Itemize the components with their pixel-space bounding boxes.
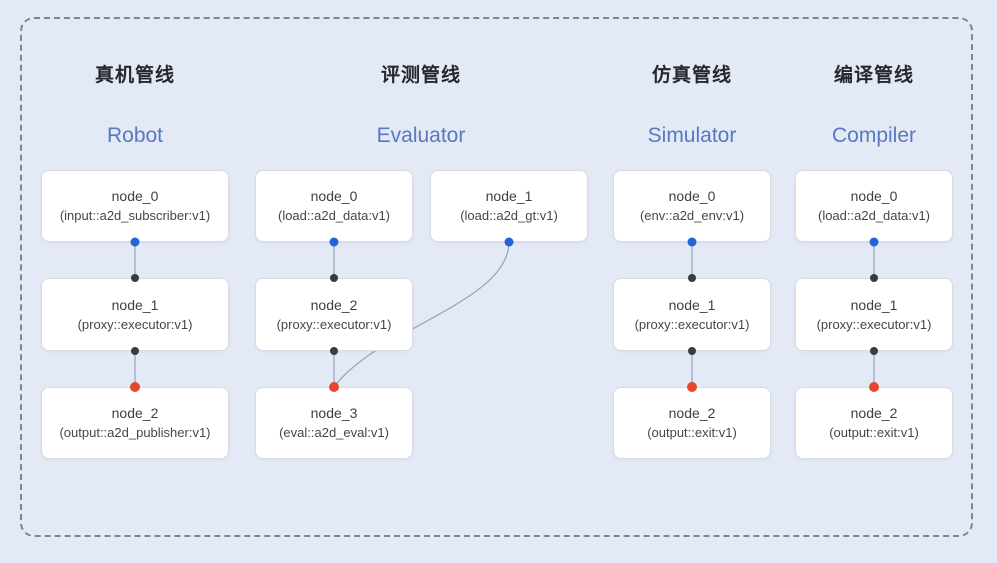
port-out-robot-0[interactable] <box>130 237 140 247</box>
node-title: node_2 <box>850 405 898 421</box>
port-out-robot-1[interactable] <box>131 347 139 355</box>
node-title: node_0 <box>310 188 358 204</box>
pipeline-title-cn-robot: 真机管线 <box>94 65 175 86</box>
node-compiler-1[interactable]: node_1 (proxy::executor:v1) <box>795 278 953 351</box>
node-title: node_2 <box>111 405 159 421</box>
node-title: node_1 <box>850 296 898 313</box>
node-subtitle: (proxy::executor:v1) <box>77 316 193 332</box>
port-in-evaluator-2[interactable] <box>330 274 338 282</box>
pipeline-title-cn-compiler: 编译管线 <box>833 65 914 86</box>
node-evaluator-1[interactable]: node_1 (load::a2d_gt:v1) <box>430 170 588 242</box>
port-out-evaluator-2[interactable] <box>330 347 338 355</box>
port-in-evaluator-3[interactable] <box>329 382 339 392</box>
node-subtitle: (output::a2d_publisher:v1) <box>59 425 211 440</box>
node-compiler-2[interactable]: node_2 (output::exit:v1) <box>795 387 953 459</box>
node-evaluator-0[interactable]: node_0 (load::a2d_data:v1) <box>255 170 413 242</box>
node-subtitle: (output::exit:v1) <box>829 425 919 440</box>
port-in-robot-2[interactable] <box>130 382 140 392</box>
port-in-robot-1[interactable] <box>131 274 139 282</box>
node-title: node_0 <box>668 188 716 204</box>
node-simulator-1[interactable]: node_1 (proxy::executor:v1) <box>613 278 771 351</box>
node-robot-0[interactable]: node_0 (input::a2d_subscriber:v1) <box>41 170 229 242</box>
node-title: node_1 <box>668 296 716 313</box>
node-title: node_3 <box>310 405 358 421</box>
node-compiler-0[interactable]: node_0 (load::a2d_data:v1) <box>795 170 953 242</box>
node-simulator-0[interactable]: node_0 (env::a2d_env:v1) <box>613 170 771 242</box>
node-subtitle: (load::a2d_gt:v1) <box>460 208 558 223</box>
node-evaluator-3[interactable]: node_3 (eval::a2d_eval:v1) <box>255 387 413 459</box>
pipeline-title-cn-simulator: 仿真管线 <box>651 65 732 86</box>
port-in-compiler-2[interactable] <box>869 382 879 392</box>
node-title: node_0 <box>850 188 898 204</box>
dashed-frame <box>20 17 973 537</box>
pipeline-title-en-compiler: Compiler <box>831 124 917 147</box>
pipeline-title-en-robot: Robot <box>106 124 164 147</box>
node-subtitle: (load::a2d_data:v1) <box>277 208 391 223</box>
port-out-compiler-0[interactable] <box>869 237 879 247</box>
node-title: node_2 <box>668 405 716 421</box>
port-out-evaluator-1[interactable] <box>504 237 514 247</box>
node-robot-1[interactable]: node_1 (proxy::executor:v1) <box>41 278 229 351</box>
node-subtitle: (proxy::executor:v1) <box>816 316 932 332</box>
node-title: node_0 <box>111 188 159 204</box>
node-title: node_1 <box>111 296 159 313</box>
node-evaluator-2[interactable]: node_2 (proxy::executor:v1) <box>255 278 413 351</box>
node-robot-2[interactable]: node_2 (output::a2d_publisher:v1) <box>41 387 229 459</box>
node-subtitle: (input::a2d_subscriber:v1) <box>59 208 211 223</box>
node-subtitle: (env::a2d_env:v1) <box>639 208 745 223</box>
port-out-evaluator-0[interactable] <box>329 237 339 247</box>
port-out-compiler-1[interactable] <box>870 347 878 355</box>
edge-evaluator-1-3 <box>333 241 510 388</box>
pipeline-title-cn-evaluator: 评测管线 <box>380 65 461 86</box>
node-subtitle: (load::a2d_data:v1) <box>817 208 931 223</box>
port-in-simulator-2[interactable] <box>687 382 697 392</box>
node-subtitle: (proxy::executor:v1) <box>276 316 392 332</box>
node-subtitle: (eval::a2d_eval:v1) <box>279 425 389 440</box>
pipeline-title-en-simulator: Simulator <box>647 124 737 147</box>
port-out-simulator-0[interactable] <box>687 237 697 247</box>
node-title: node_1 <box>485 188 533 204</box>
pipeline-title-en-evaluator: Evaluator <box>376 124 466 147</box>
node-subtitle: (output::exit:v1) <box>647 425 737 440</box>
node-title: node_2 <box>310 296 358 313</box>
node-subtitle: (proxy::executor:v1) <box>634 316 750 332</box>
port-in-compiler-1[interactable] <box>870 274 878 282</box>
port-in-simulator-1[interactable] <box>688 274 696 282</box>
port-out-simulator-1[interactable] <box>688 347 696 355</box>
node-simulator-2[interactable]: node_2 (output::exit:v1) <box>613 387 771 459</box>
